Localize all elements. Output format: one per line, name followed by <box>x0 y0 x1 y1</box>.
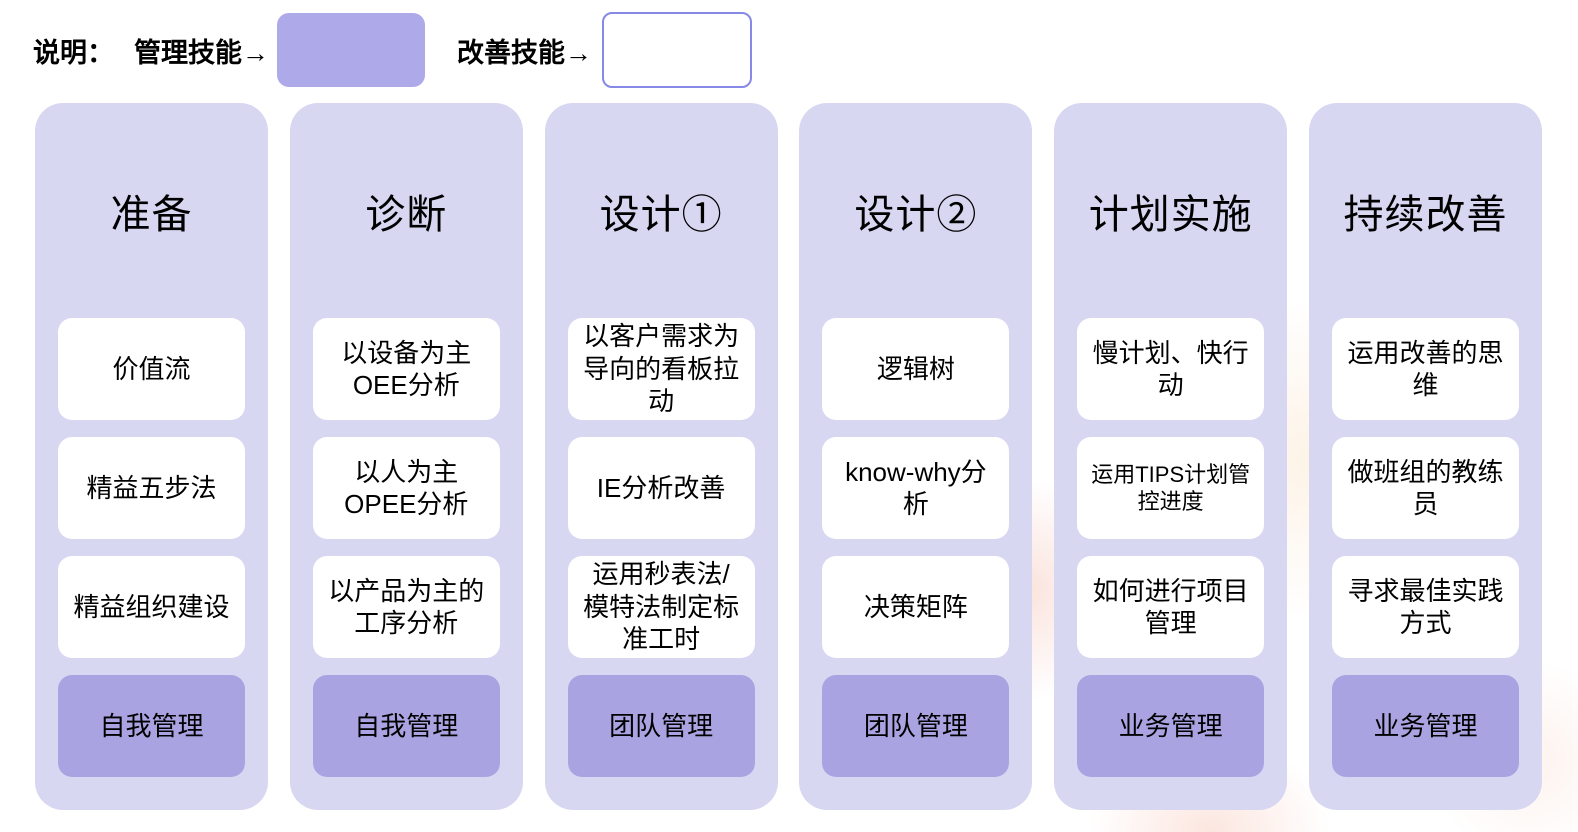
skill-card: IE分析改善 <box>567 437 755 539</box>
improvement-skill-swatch <box>602 12 752 88</box>
skill-card: 运用TIPS计划管 控进度 <box>1077 437 1265 539</box>
phase-column-prepare: 准备 价值流 精益五步法 精益组织建设 自我管理 <box>35 103 268 810</box>
card-list: 以客户需求为 导向的看板拉 动 IE分析改善 运用秒表法/ 模特法制定标 准工时… <box>567 318 755 781</box>
management-skill-card: 自我管理 <box>58 675 245 777</box>
skill-card: know-why分 析 <box>822 437 1010 539</box>
phase-title: 持续改善 <box>1343 192 1508 237</box>
phase-column-design-1: 设计① 以客户需求为 导向的看板拉 动 IE分析改善 运用秒表法/ 模特法制定标… <box>544 103 778 810</box>
skill-card: 运用秒表法/ 模特法制定标 准工时 <box>567 556 755 658</box>
legend-management-label: 管理技能→ <box>134 37 269 68</box>
phase-title: 诊断 <box>365 192 448 237</box>
phase-title: 设计① <box>599 192 723 237</box>
phase-title: 准备 <box>110 192 193 237</box>
skill-card: 寻求最佳实践 方式 <box>1331 556 1519 658</box>
phase-column-continuous-improve: 持续改善 运用改善的思 维 做班组的教练 员 寻求最佳实践 方式 业务管理 <box>1308 103 1542 810</box>
management-skill-card: 自我管理 <box>312 675 500 777</box>
phase-column-diagnose: 诊断 以设备为主 OEE分析 以人为主 OPEE分析 以产品为主的 工序分析 自… <box>289 103 523 810</box>
phase-title: 设计② <box>854 192 978 237</box>
skill-card: 价值流 <box>58 318 245 420</box>
card-list: 以设备为主 OEE分析 以人为主 OPEE分析 以产品为主的 工序分析 自我管理 <box>312 318 500 781</box>
skill-card: 精益组织建设 <box>58 556 245 658</box>
skill-card: 逻辑树 <box>822 318 1010 420</box>
skill-card: 运用改善的思 维 <box>1331 318 1519 420</box>
phase-title: 计划实施 <box>1088 192 1253 237</box>
skill-card: 以人为主 OPEE分析 <box>312 437 500 539</box>
management-skill-card: 团队管理 <box>822 675 1010 777</box>
management-skill-card: 团队管理 <box>567 675 755 777</box>
skill-card: 精益五步法 <box>58 437 245 539</box>
card-list: 逻辑树 know-why分 析 决策矩阵 团队管理 <box>822 318 1010 781</box>
skill-card: 以产品为主的 工序分析 <box>312 556 500 658</box>
phase-columns: 准备 价值流 精益五步法 精益组织建设 自我管理 诊断 以设备为主 OEE分析 … <box>35 103 1542 810</box>
phase-column-plan-implement: 计划实施 慢计划、快行 动 运用TIPS计划管 控进度 如何进行项目 管理 业务… <box>1054 103 1288 810</box>
legend-note-label: 说明： <box>33 37 114 68</box>
card-list: 价值流 精益五步法 精益组织建设 自我管理 <box>58 318 245 781</box>
phase-column-design-2: 设计② 逻辑树 know-why分 析 决策矩阵 团队管理 <box>799 103 1033 810</box>
skill-card: 如何进行项目 管理 <box>1077 556 1265 658</box>
skill-card: 以客户需求为 导向的看板拉 动 <box>567 318 755 420</box>
skill-card: 做班组的教练 员 <box>1331 437 1519 539</box>
skill-card: 以设备为主 OEE分析 <box>312 318 500 420</box>
legend: 说明： 管理技能→ 改善技能→ <box>33 0 752 100</box>
management-skill-card: 业务管理 <box>1077 675 1265 777</box>
card-list: 慢计划、快行 动 运用TIPS计划管 控进度 如何进行项目 管理 业务管理 <box>1077 318 1265 781</box>
legend-improvement-label: 改善技能→ <box>457 37 592 68</box>
management-skill-swatch <box>277 13 425 87</box>
skill-card: 决策矩阵 <box>822 556 1010 658</box>
skill-card: 慢计划、快行 动 <box>1077 318 1265 420</box>
card-list: 运用改善的思 维 做班组的教练 员 寻求最佳实践 方式 业务管理 <box>1331 318 1519 781</box>
management-skill-card: 业务管理 <box>1331 675 1519 777</box>
